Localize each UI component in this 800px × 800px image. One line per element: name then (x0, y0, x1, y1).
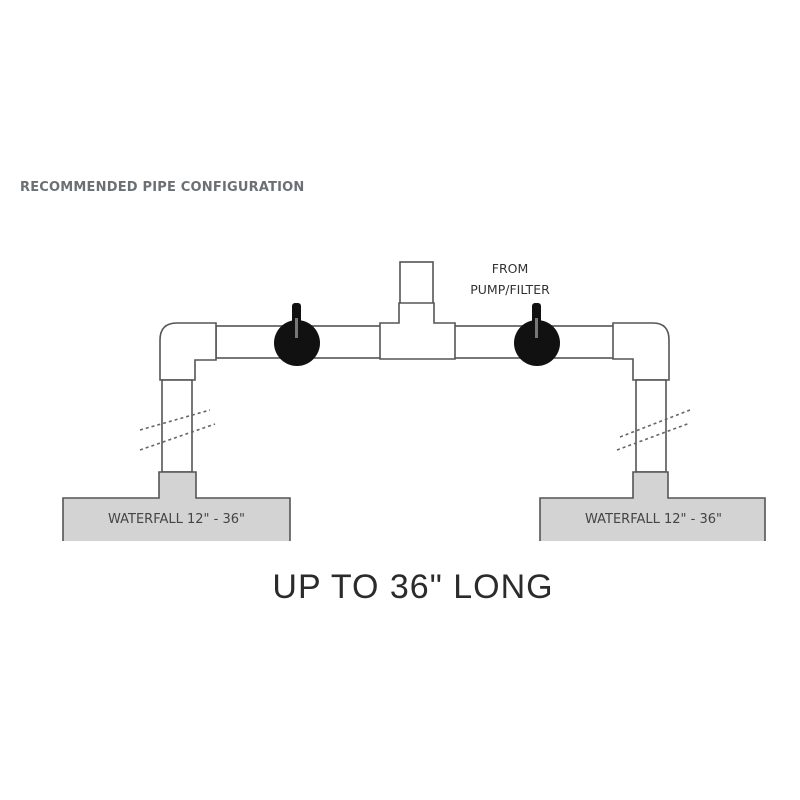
diagram-title: RECOMMENDED PIPE CONFIGURATION (20, 180, 305, 195)
left-valve[interactable] (274, 303, 320, 366)
right-waterfall (539, 471, 766, 541)
left-break-mark (139, 409, 211, 431)
right-valve[interactable] (514, 303, 560, 366)
left-waterfall (62, 471, 291, 541)
right-break-mark (616, 422, 691, 451)
right-elbow (612, 322, 670, 381)
inlet-pipe (399, 261, 434, 305)
left-waterfall-label: WATERFALL 12" - 36" (107, 512, 245, 527)
left-elbow (159, 322, 217, 381)
right-riser-pipe (635, 379, 667, 473)
left-break-mark (139, 423, 216, 451)
inlet-label-line2: PUMP/FILTER (470, 282, 550, 297)
right-waterfall-label: WATERFALL 12" - 36" (584, 512, 722, 527)
valve-body (274, 320, 320, 366)
left-riser-pipe (161, 379, 193, 473)
inlet-label-line1: FROM (491, 261, 529, 276)
tee-fitting (379, 302, 456, 360)
valve-body (514, 320, 560, 366)
length-note: UP TO 36" LONG (272, 568, 554, 606)
inlet-label: FROM PUMP/FILTER (462, 258, 558, 300)
right-break-mark (619, 409, 691, 438)
